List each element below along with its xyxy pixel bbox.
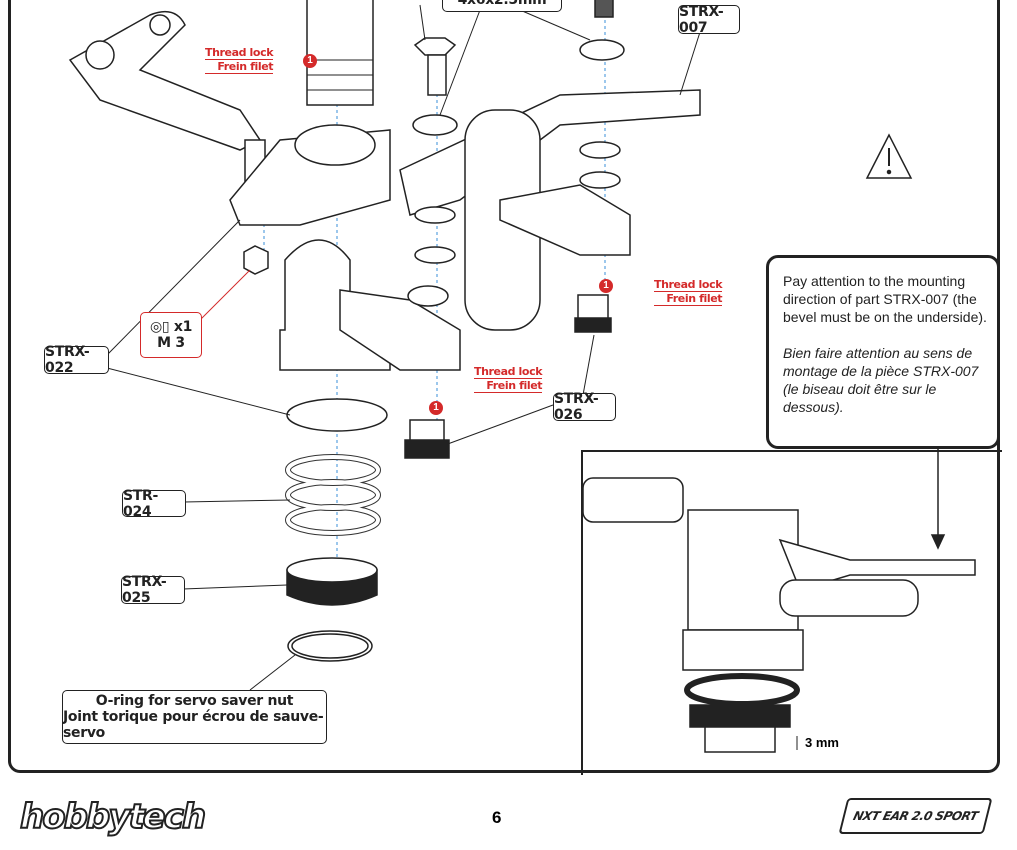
part-label-bearing: 4x6x2.5mm	[442, 0, 562, 12]
thread-lock-en: Thread lock	[205, 46, 274, 60]
warning-icon	[865, 133, 913, 179]
note-english: Pay attention to the mounting direction …	[783, 273, 987, 325]
nut-m3	[243, 245, 269, 275]
o-ring-callout: O-ring for servo saver nut Joint torique…	[62, 690, 327, 744]
part-label-str-024: STR-024	[122, 488, 186, 520]
right-arm	[499, 184, 631, 256]
thread-lock-en: Thread lock	[474, 365, 543, 379]
o-ring	[287, 630, 373, 662]
part-label-strx-025: STRX-025	[121, 574, 185, 606]
part-label-strx-022: STRX-022	[44, 344, 109, 376]
part-label-strx-026: STRX-026	[553, 391, 616, 423]
hobbytech-logo: hobbytech	[19, 796, 207, 838]
threaded-post	[306, 0, 374, 106]
bushing	[404, 439, 450, 459]
quantity: x1	[173, 319, 193, 335]
nxt-ear-logo: NXT EAR 2.0 SPORT	[838, 798, 993, 834]
thread-lock-drop-icon: 1	[303, 54, 317, 68]
part-label-strx-007: STRX-007	[678, 4, 740, 36]
hardware-callout-m3: ◎▯ x1 M 3	[140, 312, 202, 358]
thread-lock-en: Thread lock	[654, 278, 723, 292]
spring	[285, 454, 381, 536]
leader-lines	[106, 4, 701, 691]
hex-bolt	[413, 37, 457, 56]
thread-lock-fr: Frein filet	[205, 60, 274, 74]
washer	[286, 398, 388, 432]
thread-lock-fr: Frein filet	[654, 292, 723, 306]
note-french: Bien faire attention au sens de montage …	[783, 345, 979, 415]
thread-lock-drop-icon: 1	[429, 401, 443, 415]
nxt-ear-logo-text: NXT EAR 2.0 SPORT	[851, 809, 980, 823]
o-ring-label-fr: Joint torique pour écrou de sauve-servo	[63, 709, 324, 741]
bearing	[412, 114, 458, 136]
o-ring-label-en: O-ring for servo saver nut	[95, 693, 294, 709]
page-number: 6	[492, 808, 502, 827]
thread-lock-drop-icon: 1	[599, 279, 613, 293]
size: M 3	[157, 335, 185, 351]
inset-detail-box	[581, 450, 1002, 775]
warning-note: Pay attention to the mounting direction …	[766, 255, 1000, 449]
thread-lock-fr: Frein filet	[474, 379, 543, 393]
measurement-label: 3 mm	[805, 735, 839, 750]
inset-detail-drawing	[582, 448, 976, 753]
nut-icon: ◎▯	[149, 319, 170, 335]
